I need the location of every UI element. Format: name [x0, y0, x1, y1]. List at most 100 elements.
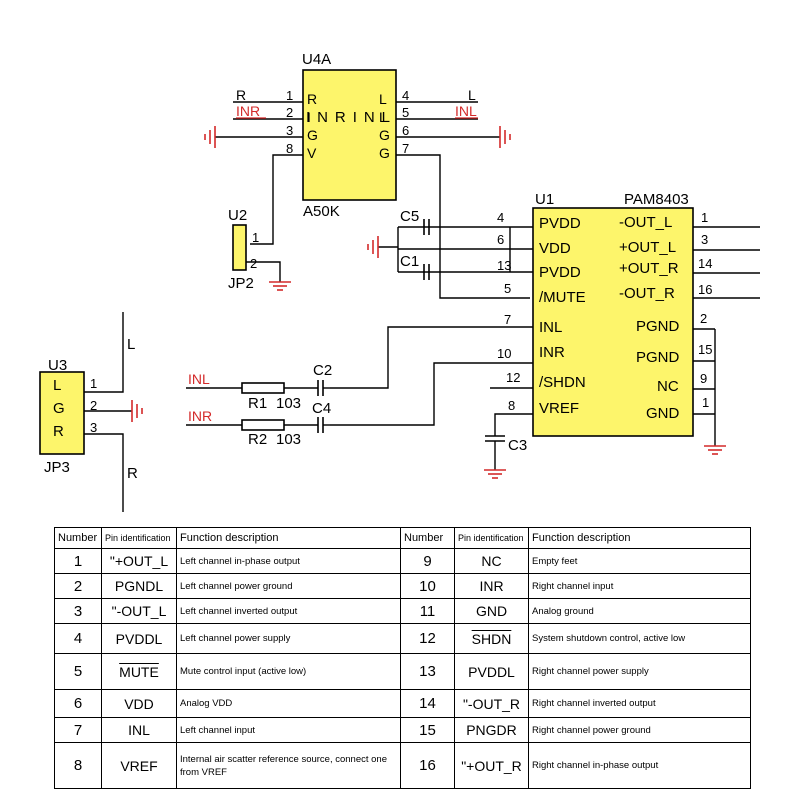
- u1-pin-name: /MUTE: [539, 289, 586, 306]
- pin-identification: PVDDL: [454, 653, 529, 690]
- ground-symbol: [131, 400, 143, 422]
- pin-number: 6: [54, 689, 102, 718]
- u4a-net-inl: INL: [455, 103, 477, 119]
- table-row: 8 VREF Internal air scatter reference so…: [54, 742, 751, 789]
- r2-resistor: [241, 419, 285, 431]
- pin-function-table: Number Pin identification Function descr…: [54, 527, 751, 789]
- jp3-letter: G: [53, 400, 65, 417]
- function-description: Right channel in-phase output: [528, 742, 751, 789]
- function-description: Right channel power ground: [528, 717, 751, 743]
- table-row: 4 PVDDL Left channel power supply 12 SHD…: [54, 623, 751, 654]
- jp3-net-l: L: [127, 336, 135, 353]
- u1-pin-number: 13: [497, 258, 511, 273]
- function-description: System shutdown control, active low: [528, 623, 751, 654]
- pin-number: 15: [400, 717, 455, 743]
- u1-pin-name: NC: [657, 378, 679, 395]
- u2-ref: U2: [228, 207, 247, 224]
- pin-identification: INL: [101, 717, 177, 743]
- u1-pin-name: PGND: [636, 318, 680, 335]
- table-row: 6 VDD Analog VDD 14 "-OUT_R Right channe…: [54, 689, 751, 718]
- u1-pin-number: 5: [504, 281, 511, 296]
- u1-pin-number: 2: [700, 311, 707, 326]
- pin-identification: INR: [454, 573, 529, 599]
- u1-part: PAM8403: [624, 191, 689, 208]
- u1-ref: U1: [535, 191, 554, 208]
- u4a-right-letter: G: [379, 127, 390, 143]
- r2-label: R2: [248, 431, 267, 448]
- u4a-part: A50K: [303, 203, 340, 220]
- pam8403-chip: [532, 207, 694, 437]
- pin-number: 7: [54, 717, 102, 743]
- jp2-pin-number: 1: [252, 230, 259, 245]
- header-function-description: Function description: [176, 527, 401, 549]
- c2-label: C2: [313, 362, 332, 379]
- pin-identification: "+OUT_L: [101, 548, 177, 574]
- u4a-left-letter: I: [307, 109, 311, 125]
- table-row: 5 MUTE Mute control input (active low) 1…: [54, 653, 751, 690]
- header-pin-identification: Pin identification: [454, 527, 529, 549]
- u4a-left-letter: V: [307, 145, 317, 161]
- table-row: 1 "+OUT_L Left channel in-phase output 9…: [54, 548, 751, 574]
- header-number: Number: [54, 527, 102, 549]
- function-description: Analog ground: [528, 598, 751, 624]
- function-description: Left channel power ground: [176, 573, 401, 599]
- table-row: 3 "-OUT_L Left channel inverted output 1…: [54, 598, 751, 624]
- ground-symbol: [499, 126, 511, 148]
- u1-pin-number: 10: [497, 346, 511, 361]
- pin-identification: VDD: [101, 689, 177, 718]
- c5-label: C5: [400, 208, 419, 225]
- pin-identification: "+OUT_R: [454, 742, 529, 789]
- table-row: 7 INL Left channel input 15 PNGDR Right …: [54, 717, 751, 743]
- function-description: Left channel power supply: [176, 623, 401, 654]
- pin-identification: PVDDL: [101, 623, 177, 654]
- u1-pin-number: 3: [701, 232, 708, 247]
- u1-pin-number: 8: [508, 398, 515, 413]
- u4a-left-letter: G: [307, 127, 318, 143]
- u4a-chip: [302, 69, 397, 201]
- u3-ref: U3: [48, 357, 67, 374]
- u4a-pin-number: 8: [286, 141, 293, 156]
- function-description: Analog VDD: [176, 689, 401, 718]
- pin-number: 5: [54, 653, 102, 690]
- ground-symbol: [269, 281, 291, 291]
- jp2-connector: [232, 224, 247, 271]
- pin-number: 2: [54, 573, 102, 599]
- jp3-pin-number: 3: [90, 420, 97, 435]
- pin-number: 11: [400, 598, 455, 624]
- r1-resistor: [241, 382, 285, 394]
- u4a-ref: U4A: [302, 51, 331, 68]
- u1-pin-name: PVDD: [539, 264, 581, 281]
- header-number: Number: [400, 527, 455, 549]
- u1-pin-number: 1: [701, 210, 708, 225]
- u1-pin-number: 12: [506, 370, 520, 385]
- u1-pin-name: PGND: [636, 349, 680, 366]
- u1-pin-name: /SHDN: [539, 374, 586, 391]
- pin-number: 13: [400, 653, 455, 690]
- function-description: Right channel power supply: [528, 653, 751, 690]
- pin-identification: "-OUT_L: [101, 598, 177, 624]
- u1-pin-name: GND: [646, 405, 680, 422]
- u4a-net-r: R: [236, 87, 246, 103]
- pin-number: 3: [54, 598, 102, 624]
- r1-value: 103: [276, 395, 301, 412]
- jp3-letter: R: [53, 423, 64, 440]
- jp3-label: JP3: [44, 459, 70, 476]
- pin-identification: PNGDR: [454, 717, 529, 743]
- u1-pin-number: 1: [702, 395, 709, 410]
- u4a-pin-number: 2: [286, 105, 293, 120]
- u4a-pin-number: 1: [286, 88, 293, 103]
- function-description: Mute control input (active low): [176, 653, 401, 690]
- ground-symbol: [704, 445, 726, 455]
- function-description: Left channel inverted output: [176, 598, 401, 624]
- jp3-pin-number: 2: [90, 398, 97, 413]
- c3-label: C3: [508, 437, 527, 454]
- u1-pin-name: +OUT_L: [619, 239, 676, 256]
- u4a-net-l: L: [468, 87, 476, 103]
- u1-pin-name: -OUT_R: [619, 285, 675, 302]
- u1-pin-number: 7: [504, 312, 511, 327]
- r2-value: 103: [276, 431, 301, 448]
- u4a-left-letter: R: [307, 91, 317, 107]
- pin-identification: VREF: [101, 742, 177, 789]
- pin-number: 9: [400, 548, 455, 574]
- function-description: Right channel input: [528, 573, 751, 599]
